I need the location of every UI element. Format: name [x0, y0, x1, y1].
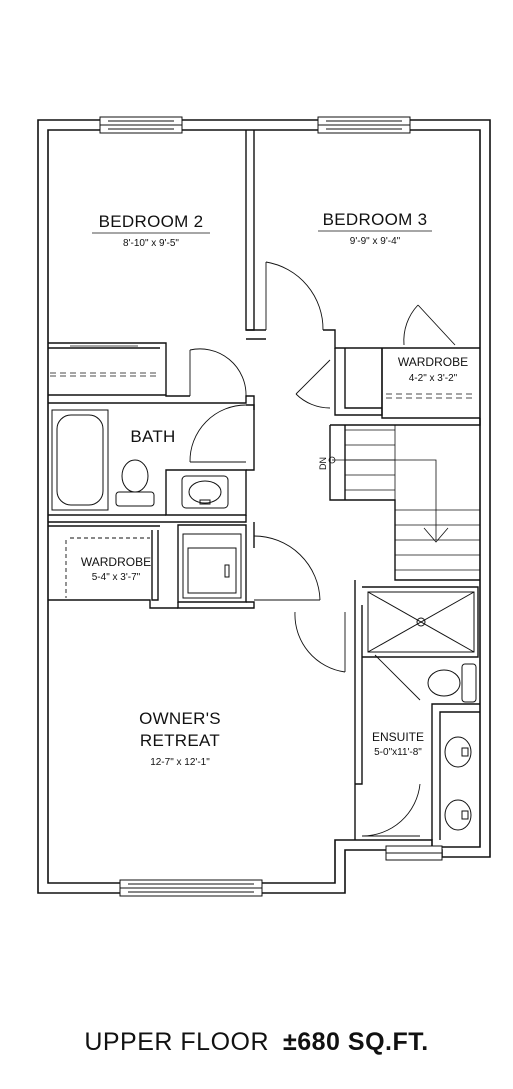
room-bedroom3: BEDROOM 3 9'-9" x 9'-4"	[318, 210, 432, 247]
windows	[99, 116, 443, 897]
wardrobe-left-size: 5-4" x 3'-7"	[92, 572, 141, 583]
room-bedroom2: BEDROOM 2 8'-10" x 9'-5"	[92, 212, 210, 249]
fixtures	[51, 409, 477, 831]
owners-retreat-name-line1: OWNER'S	[139, 709, 221, 728]
room-wardrobe-right: WARDROBE 4-2" x 3'-2"	[398, 355, 468, 384]
ensuite-size: 5-0"x11'-8"	[374, 747, 422, 758]
floor-caption: UPPER FLOOR ±680 SQ.FT.	[0, 1028, 513, 1057]
stairs-label: DN	[318, 457, 328, 470]
room-bath: BATH	[130, 427, 175, 446]
room-wardrobe-left: WARDROBE 5-4" x 3'-7"	[81, 555, 151, 583]
bedroom3-size: 9'-9" x 9'-4"	[350, 236, 401, 247]
wardrobe-left-name: WARDROBE	[81, 555, 151, 569]
bedroom2-size: 8'-10" x 9'-5"	[123, 238, 179, 249]
wardrobe-right-name: WARDROBE	[398, 355, 468, 369]
room-ensuite: ENSUITE 5-0"x11'-8"	[372, 730, 424, 758]
exterior-walls	[37, 119, 491, 894]
doors	[65, 261, 456, 837]
floor-name: UPPER FLOOR	[84, 1028, 270, 1056]
owners-retreat-size: 12-7" x 12'-1"	[150, 757, 210, 768]
room-owners-retreat: OWNER'S RETREAT 12-7" x 12'-1"	[139, 709, 221, 768]
bath-name: BATH	[130, 427, 175, 446]
owners-retreat-name-line2: RETREAT	[140, 731, 220, 750]
interior-walls	[48, 130, 481, 840]
stairs	[328, 425, 480, 571]
floor-area: ±680 SQ.FT.	[283, 1028, 429, 1056]
bedroom2-name: BEDROOM 2	[99, 212, 204, 231]
floor-plan: DN BEDROOM 2 8'-10" x 9'-5"	[37, 116, 491, 897]
ensuite-name: ENSUITE	[372, 730, 424, 744]
bedroom3-name: BEDROOM 3	[323, 210, 428, 229]
wardrobe-right-size: 4-2" x 3'-2"	[409, 373, 458, 384]
